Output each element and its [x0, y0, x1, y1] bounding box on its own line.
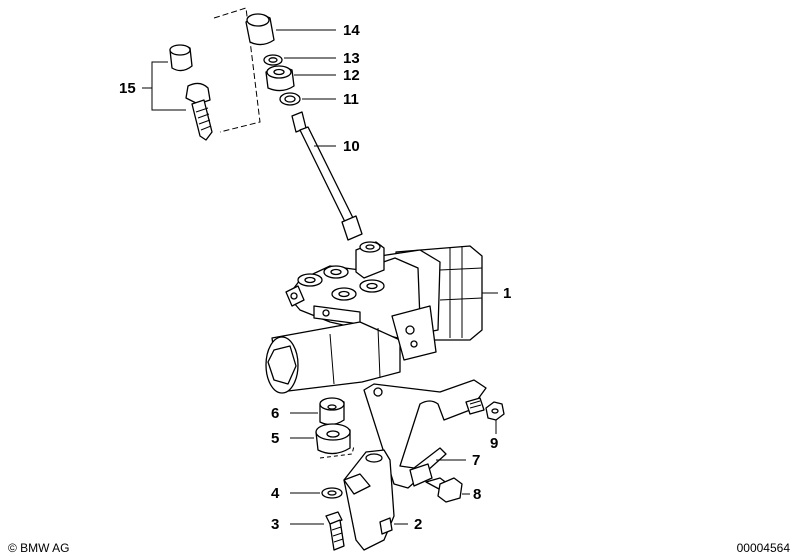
callout-2: 2: [414, 516, 422, 533]
callout-1: 1: [503, 285, 511, 302]
part-11-washer: [279, 92, 336, 106]
callout-6: 6: [271, 405, 279, 422]
callout-15: 15: [119, 80, 136, 97]
callout-7: 7: [472, 452, 480, 469]
exploded-view-bracket: [213, 7, 261, 133]
document-number: 00004564: [736, 541, 790, 555]
part-8-bolt: [425, 477, 470, 503]
part-14-union-nut: [245, 13, 336, 46]
callout-10: 10: [343, 138, 360, 155]
callout-11: 11: [343, 91, 359, 108]
part-9-nut: [465, 397, 505, 434]
callout-8: 8: [473, 486, 481, 503]
callout-14: 14: [343, 22, 360, 39]
callout-labels: 1 2 3 4 5 6 7 8 9 10 11 12 13 14 15: [119, 22, 511, 533]
callout-13: 13: [343, 50, 360, 67]
part-15-bleed-screw: [142, 44, 213, 141]
part-7-bracket: [363, 379, 487, 489]
part-5-rubber-mount: [290, 423, 355, 459]
part-13-ring: [263, 54, 336, 66]
part-10-brake-line: [291, 111, 363, 241]
part-3-bolt: [290, 511, 345, 551]
part-6-rubber-mount: [290, 397, 345, 426]
callout-3: 3: [271, 516, 279, 533]
callout-9: 9: [490, 435, 498, 452]
part-4-washer: [290, 487, 343, 499]
copyright-notice: © BMW AG: [8, 541, 70, 555]
part-2-lower-bracket: [343, 449, 408, 551]
part-12-sleeve: [265, 65, 336, 92]
callout-5: 5: [271, 430, 279, 447]
callout-12: 12: [343, 67, 360, 84]
part-1-hydraulic-unit: [265, 241, 498, 394]
callout-4: 4: [271, 485, 280, 502]
